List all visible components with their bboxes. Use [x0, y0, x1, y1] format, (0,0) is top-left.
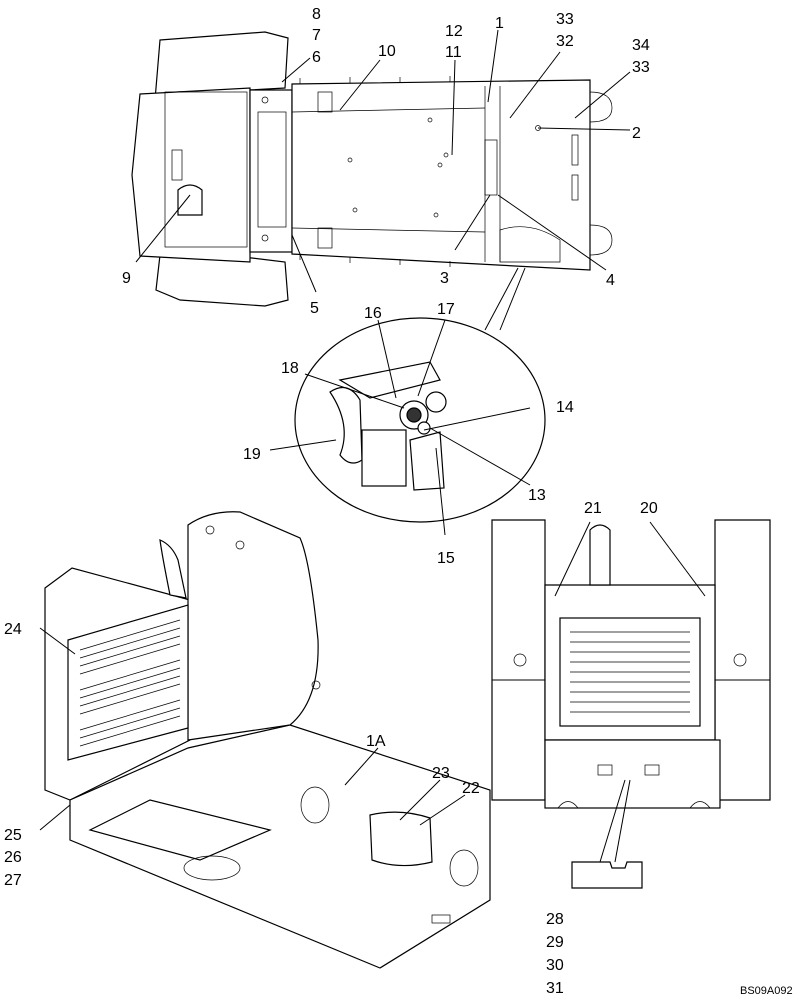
callout-32: 32 [556, 33, 574, 50]
callout-33-a: 33 [556, 11, 574, 28]
callout-2: 2 [632, 125, 641, 142]
callout-5: 5 [310, 300, 319, 317]
callout-12: 12 [445, 23, 463, 40]
callout-20: 20 [640, 500, 658, 517]
figure-code: BS09A092 [740, 985, 793, 997]
leader-lines [39, 29, 706, 863]
callout-8: 8 [312, 6, 321, 23]
callout-23: 23 [432, 765, 450, 782]
callout-29: 29 [546, 934, 564, 951]
callout-6: 6 [312, 49, 321, 66]
floor-plate-iso-view [44, 511, 491, 969]
callout-21: 21 [584, 500, 602, 517]
callout-16: 16 [364, 305, 382, 322]
callout-10: 10 [378, 43, 396, 60]
callout-19: 19 [243, 446, 261, 463]
callout-14: 14 [556, 399, 574, 416]
chassis-top-view [131, 31, 613, 307]
callout-1A: 1A [366, 733, 386, 750]
callout-31: 31 [546, 980, 564, 997]
callout-33-b: 33 [632, 59, 650, 76]
callout-4: 4 [606, 272, 615, 289]
callout-15: 15 [437, 550, 455, 567]
callout-18: 18 [281, 360, 299, 377]
callout-28: 28 [546, 911, 564, 928]
callout-24: 24 [4, 621, 22, 638]
callout-labels: 8 7 6 10 12 11 1 33 32 34 33 2 9 3 4 5 1… [4, 6, 658, 997]
callout-17: 17 [437, 301, 455, 318]
detail-view-circle [294, 317, 546, 523]
callout-3: 3 [440, 270, 449, 287]
callout-22: 22 [462, 780, 480, 797]
callout-13: 13 [528, 487, 546, 504]
callout-9: 9 [122, 270, 131, 287]
callout-11: 11 [445, 44, 462, 61]
callout-7: 7 [312, 27, 321, 44]
callout-25: 25 [4, 827, 22, 844]
callout-26: 26 [4, 849, 22, 866]
callout-30: 30 [546, 957, 564, 974]
callout-1: 1 [495, 15, 504, 32]
callout-27: 27 [4, 872, 22, 889]
front-frame-view [491, 519, 771, 889]
callout-34: 34 [632, 37, 650, 54]
